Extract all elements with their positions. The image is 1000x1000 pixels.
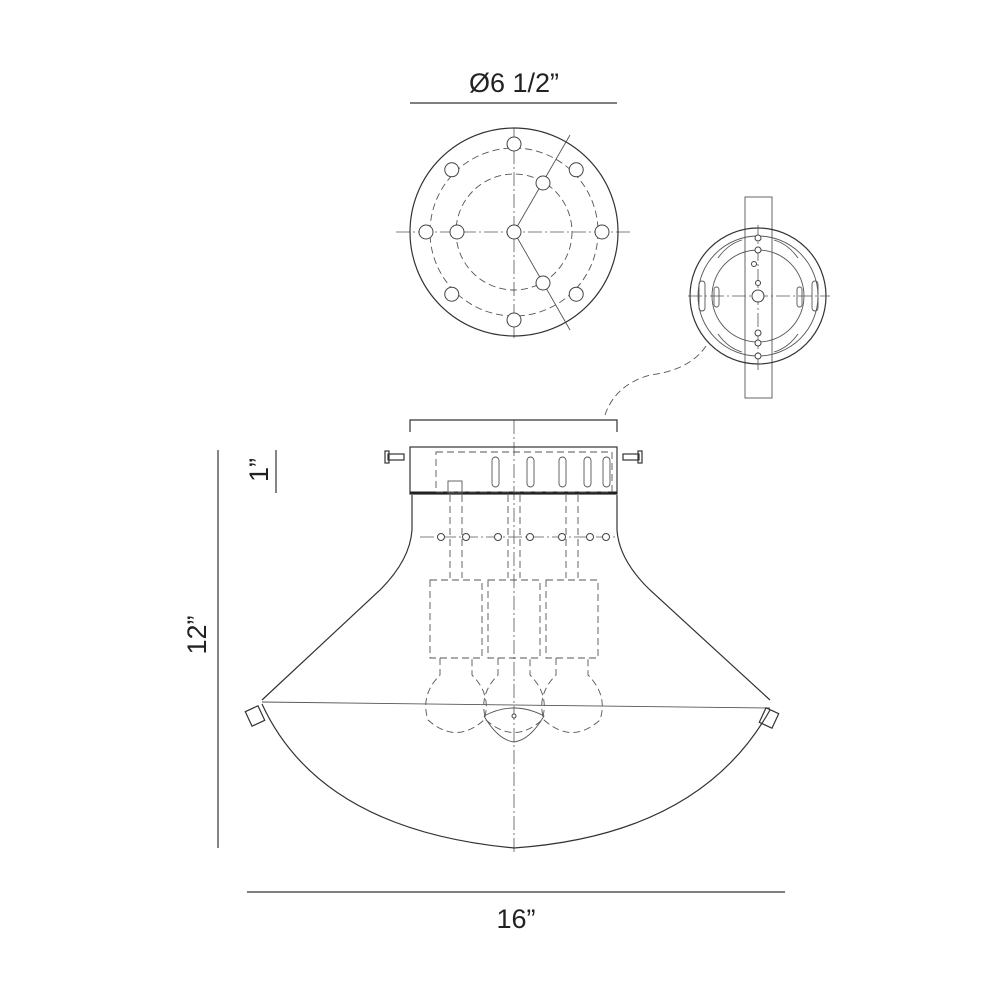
- vent-slot: [602, 456, 611, 488]
- clip-right-icon: [758, 706, 780, 730]
- height-dimensions: 12” 1”: [182, 450, 277, 848]
- vent-slot: [583, 456, 592, 488]
- bulb: [541, 658, 603, 733]
- vent-slot: [491, 456, 500, 488]
- bulb: [483, 658, 545, 733]
- socket: [429, 579, 483, 659]
- mounting-hole: [444, 286, 460, 302]
- mounting-hole: [418, 224, 434, 240]
- width-dimension: 16”: [247, 891, 785, 934]
- bulb: [425, 658, 487, 733]
- mounting-hole: [506, 224, 522, 240]
- canopy-diameter-label: Ø6 1/2”: [469, 68, 559, 98]
- mounting-hole: [506, 136, 522, 152]
- socket: [545, 579, 599, 659]
- mounting-hole: [449, 224, 465, 240]
- mounting-hole: [568, 286, 584, 302]
- screw-right-icon: [622, 450, 643, 464]
- screw-left-icon: [384, 450, 405, 464]
- socket: [487, 579, 541, 659]
- mounting-hole: [535, 275, 551, 291]
- clip-left-icon: [244, 704, 266, 728]
- overall-height-label: 12”: [182, 615, 212, 654]
- mounting-plate-view: [604, 196, 830, 416]
- fixture-side-view: [244, 419, 780, 855]
- mounting-hole: [506, 312, 522, 328]
- vent-slot: [526, 456, 535, 488]
- mounting-hole: [444, 162, 460, 178]
- vent-slot: [558, 456, 567, 488]
- overall-width-label: 16”: [496, 904, 535, 934]
- canopy-diameter-dimension: Ø6 1/2”: [410, 68, 617, 104]
- mounting-hole: [568, 162, 584, 178]
- mounting-hole: [535, 175, 551, 191]
- canopy-top-view: [396, 127, 632, 338]
- mounting-hole: [594, 224, 610, 240]
- canopy-height-label: 1”: [244, 458, 274, 482]
